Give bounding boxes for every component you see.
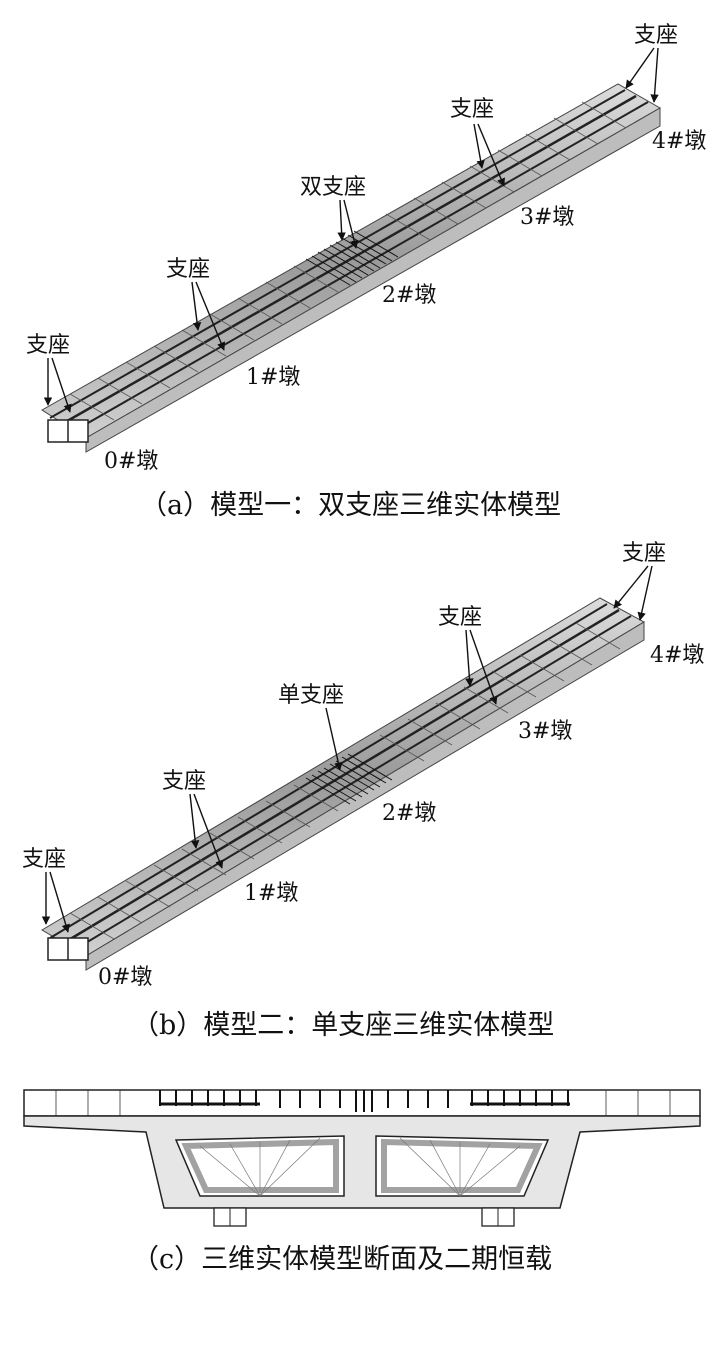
panel-b-model-two: 支座 支座 单支座 支座 支座 0#墩 1#墩 2#墩 3#墩 4#墩 （b）模… bbox=[22, 541, 704, 1041]
label-bearing-1-b: 支座 bbox=[162, 769, 206, 794]
caption-c: （c）三维实体模型断面及二期恒载 bbox=[132, 1244, 552, 1275]
label-bearing-2-b: 单支座 bbox=[278, 683, 344, 708]
leader-arrows-a bbox=[43, 47, 659, 413]
caption-b: （b）模型二：单支座三维实体模型 bbox=[132, 1010, 554, 1041]
label-pier-3-a: 3#墩 bbox=[520, 205, 574, 230]
bridge-deck-model-one bbox=[41, 83, 662, 453]
label-pier-2-a: 2#墩 bbox=[382, 283, 436, 308]
label-pier-3-b: 3#墩 bbox=[518, 719, 572, 744]
label-bearing-3-a: 支座 bbox=[450, 97, 494, 122]
label-pier-1-a: 1#墩 bbox=[246, 365, 300, 390]
leader-arrows-b bbox=[41, 565, 653, 933]
label-pier-4-b: 4#墩 bbox=[650, 643, 704, 668]
label-bearing-4-b: 支座 bbox=[622, 541, 666, 566]
label-pier-4-a: 4#墩 bbox=[652, 129, 706, 154]
label-bearing-4-a: 支座 bbox=[634, 23, 678, 48]
label-bearing-3-b: 支座 bbox=[438, 605, 482, 630]
caption-a: （a）模型一：双支座三维实体模型 bbox=[140, 490, 561, 521]
box-girder-section bbox=[23, 1089, 701, 1227]
label-pier-0-b: 0#墩 bbox=[98, 965, 152, 990]
label-bearing-2-a: 双支座 bbox=[300, 175, 366, 200]
label-bearing-0-b: 支座 bbox=[22, 847, 66, 872]
bridge-deck-model-two bbox=[41, 597, 646, 971]
label-bearing-0-a: 支座 bbox=[26, 333, 70, 358]
panel-a-model-one: 支座 支座 双支座 支座 支座 0#墩 1#墩 2#墩 3#墩 4#墩 （a）模… bbox=[26, 23, 706, 521]
label-pier-2-b: 2#墩 bbox=[382, 801, 436, 826]
label-pier-1-b: 1#墩 bbox=[244, 881, 298, 906]
panel-c-cross-section: （c）三维实体模型断面及二期恒载 bbox=[23, 1089, 701, 1275]
label-pier-0-a: 0#墩 bbox=[104, 449, 158, 474]
label-bearing-1-a: 支座 bbox=[166, 257, 210, 282]
